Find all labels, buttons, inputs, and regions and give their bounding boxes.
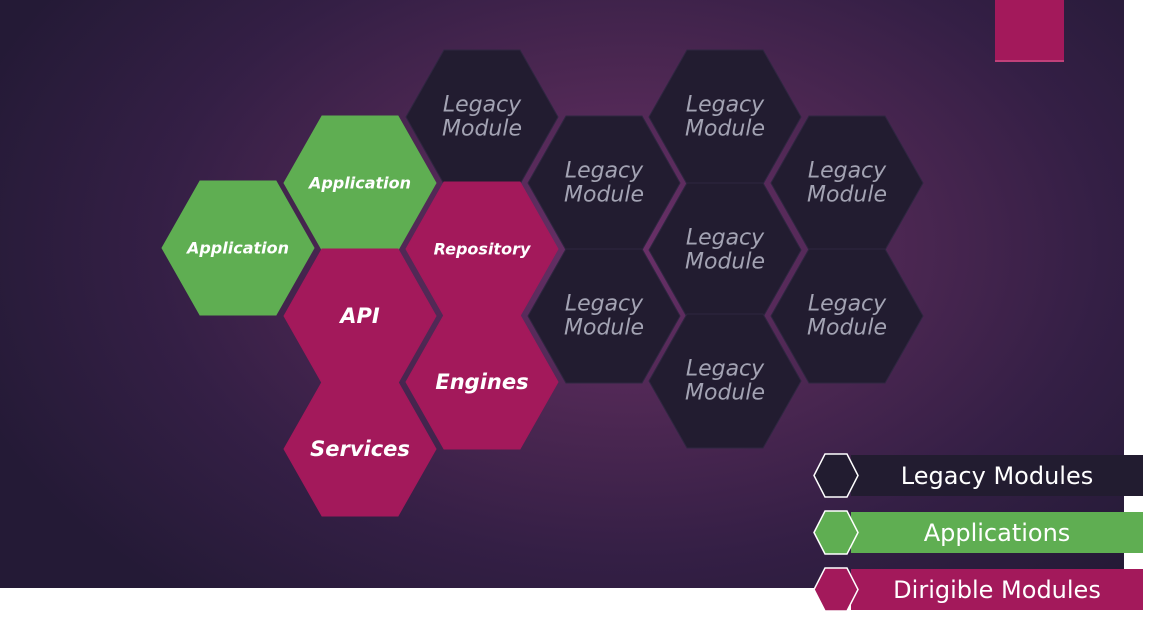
legacy-module-hex-label: Legacy [686,226,765,251]
application-hex-application: Application [283,115,437,251]
legacy-module-hex-label: Module [685,381,765,406]
dirigible-module-hex-services-label: Services [310,437,410,461]
dirigible-module-hex-api: API [283,248,437,384]
dirigible-module-hex-services: Services [283,381,437,517]
legend-label-applications: Applications [851,512,1143,553]
legacy-module-hex-label: Module [564,316,644,341]
dirigible-module-hex-engines-label: Engines [435,370,528,394]
legacy-module-hex-label: Legacy [565,292,644,317]
corner-accent-edge [995,60,1064,62]
dirigible-module-hex-engines-shape [405,314,559,450]
legend-hex-legacy-icon [813,453,859,498]
dirigible-module-hex-api-label: API [338,304,380,328]
legacy-module-hex-label: Legacy [565,159,644,184]
legacy-module-hex-label: Legacy [686,93,765,118]
application-hex-application-label: Application [307,174,411,193]
legacy-module-hex-label: Legacy [808,159,887,184]
dirigible-module-hex-repository: Repository [405,181,559,317]
dirigible-module-hex-engines: Engines [405,314,559,450]
legend-label-dirigible-modules: Dirigible Modules [851,569,1143,610]
legend-hex-application-icon [813,510,859,555]
legacy-module-hex-label: Legacy [808,292,887,317]
legacy-module-hex-label: Module [564,183,644,208]
dirigible-module-hex-repository-label: Repository [434,240,531,259]
legend-hex-dirigible-icon [813,567,859,612]
dirigible-module-hex-services-shape [283,381,437,517]
legacy-module-hex-label: Module [685,250,765,275]
application-hex-application: Application [161,180,315,316]
legacy-module-hex-label: Module [807,316,887,341]
legend-item-applications: Applications [813,510,1143,555]
legend-label-legacy-modules: Legacy Modules [851,455,1143,496]
application-hex-application-label: Application [185,239,289,258]
legacy-module-hex-shape [770,248,924,384]
legacy-module-hex-label: Legacy [686,357,765,382]
legacy-module-hex-label: Module [685,117,765,142]
legacy-module-hex-label: Module [442,117,522,142]
legend-item-legacy-modules: Legacy Modules [813,453,1143,498]
legacy-module-hex-label: Module [807,183,887,208]
legacy-module-hex-label: Legacy [443,93,522,118]
application-hex-application-shape [161,180,315,316]
legacy-module-hex-shape [648,313,802,449]
legend-item-dirigible-modules: Dirigible Modules [813,567,1143,612]
legacy-module-hex-shape [527,248,681,384]
corner-accent [995,0,1064,62]
